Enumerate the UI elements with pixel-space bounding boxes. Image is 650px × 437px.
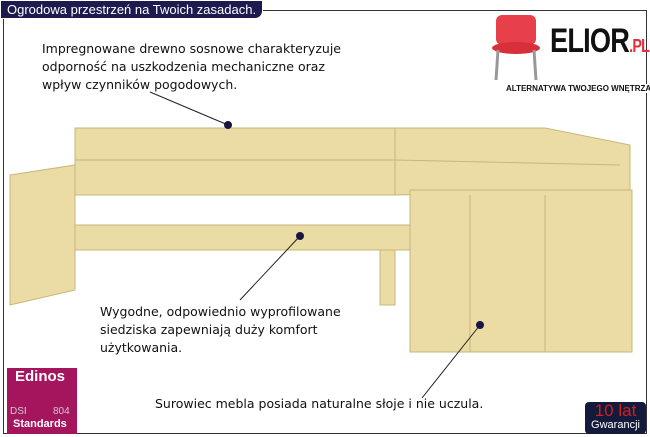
callout-dot — [296, 232, 304, 240]
badge-bottom: Standards — [13, 418, 67, 430]
badge-left: DSI — [10, 406, 27, 417]
bench-backrest-side — [394, 127, 631, 196]
callout-line: Wygodne, odpowiednio wyprofilowane — [100, 304, 341, 319]
bench-armrest — [9, 164, 76, 306]
bench-backrest — [74, 127, 396, 196]
callout-line: wpływ czynników pogodowych. — [42, 77, 238, 92]
callout-line-pointer — [239, 235, 301, 301]
callout-seat: Wygodne, odpowiednio wyprofilowane siedz… — [100, 303, 341, 357]
callout-line: siedziska zapewniają duży komfort — [100, 322, 318, 337]
bench-seat — [54, 224, 411, 251]
banner-title: Ogrodowa przestrzeń na Twoich zasadach. — [0, 0, 264, 19]
brand-suffix: .PL — [629, 36, 650, 56]
badge-right: 804 — [53, 406, 70, 417]
bench-leg — [379, 249, 396, 306]
callout-dot — [476, 321, 484, 329]
badge-top: Edinos — [15, 368, 66, 385]
chair-logo-icon — [492, 15, 540, 81]
callout-line-pointer — [421, 324, 481, 399]
callout-line: odporność na uszkodzenia mechaniczne ora… — [42, 59, 325, 74]
warranty-label: Gwarancji — [591, 419, 640, 431]
callout-dot — [224, 121, 232, 129]
callout-line-pointer — [149, 91, 229, 126]
brand-tagline: ALTERNATYWA TWOJEGO WNĘTRZA — [505, 84, 650, 93]
warranty-badge: 10 lat Gwarancji — [585, 402, 646, 434]
edinos-badge: Edinos DSI 804 Standards — [7, 368, 77, 434]
warranty-years: 10 lat — [594, 401, 637, 420]
callout-line: Impregnowane drewno sosnowe charakteryzu… — [42, 41, 341, 56]
brand-logo: ELIOR.PL — [550, 22, 650, 61]
callout-line: użytkowania. — [100, 340, 183, 355]
brand-name: ELIOR — [550, 22, 630, 60]
bench-corner-block — [409, 189, 633, 353]
callout-material: Surowiec mebla posiada naturalne słoje i… — [155, 395, 483, 413]
callout-wood: Impregnowane drewno sosnowe charakteryzu… — [42, 40, 341, 94]
callout-line: Surowiec mebla posiada naturalne słoje i… — [155, 396, 484, 411]
frame — [3, 10, 647, 434]
